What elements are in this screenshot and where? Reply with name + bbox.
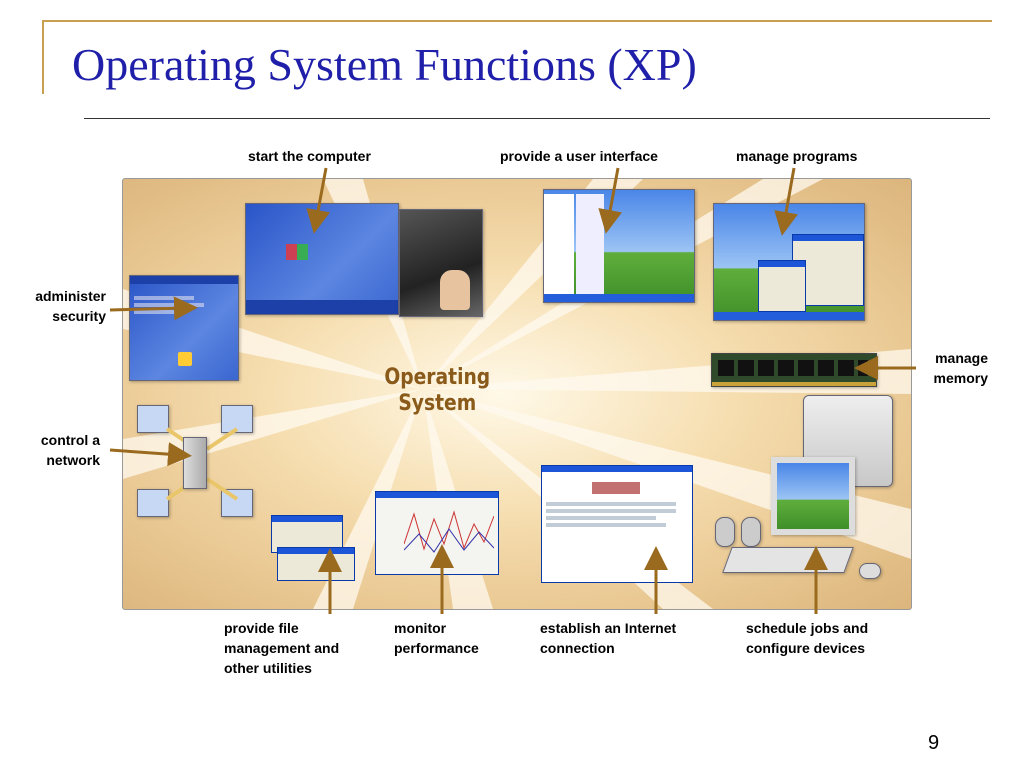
label-administer-security-line2: security (10, 306, 106, 326)
label-internet-line1: establish an Internet (540, 618, 676, 638)
label-control-network-line1: control a (10, 430, 100, 450)
label-start-computer: start the computer (248, 146, 371, 166)
label-internet-connection: establish an Internet connection (540, 618, 676, 658)
label-manage-programs: manage programs (736, 146, 857, 166)
label-internet-line2: connection (540, 638, 676, 658)
arrow-control-network (110, 450, 180, 455)
label-file-management-line2: management and (224, 638, 339, 658)
label-file-management-line3: other utilities (224, 658, 339, 678)
label-monitor-line1: monitor (394, 618, 479, 638)
label-monitor-performance: monitor performance (394, 618, 479, 658)
label-file-management: provide file management and other utilit… (224, 618, 339, 678)
label-control-network-line2: network (10, 450, 100, 470)
label-user-interface: provide a user interface (500, 146, 658, 166)
label-schedule-line1: schedule jobs and (746, 618, 868, 638)
arrow-start-computer (316, 168, 326, 222)
arrow-administer-security (110, 308, 186, 310)
label-monitor-line2: performance (394, 638, 479, 658)
label-manage-memory-line2: memory (900, 368, 988, 388)
label-file-management-line1: provide file (224, 618, 339, 638)
label-administer-security: administer security (10, 286, 106, 326)
label-manage-memory: manage memory (900, 348, 988, 388)
label-schedule-devices: schedule jobs and configure devices (746, 618, 868, 658)
label-administer-security-line1: administer (10, 286, 106, 306)
label-schedule-line2: configure devices (746, 638, 868, 658)
label-control-network: control a network (10, 430, 100, 470)
page-number: 9 (928, 732, 939, 755)
label-manage-memory-line1: manage (900, 348, 988, 368)
arrow-user-interface (608, 168, 618, 222)
arrow-manage-programs (784, 168, 794, 224)
